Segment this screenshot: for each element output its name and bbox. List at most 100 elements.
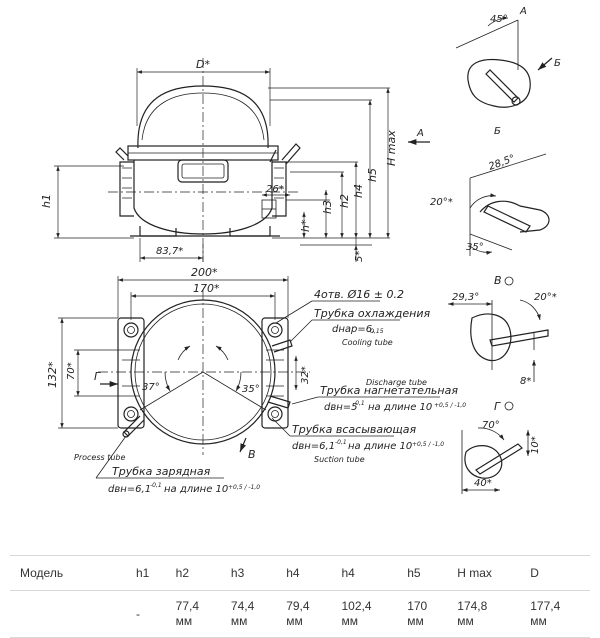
cooling-tube-en: Cooling tube: [342, 338, 393, 347]
cell-value: 174,8: [457, 599, 488, 613]
detail-v-dim-29-3: 29,3°: [452, 292, 479, 303]
suction-tube-length-tol: +0,5 / -1,0: [412, 441, 444, 448]
detail-v-angle-20: 20°*: [534, 292, 557, 303]
discharge-tube-en: Discharge tube: [366, 378, 427, 387]
dim-5: 5*: [354, 251, 365, 262]
dim-h: h*: [299, 219, 312, 232]
suction-tube-length: на длине 10: [348, 441, 412, 452]
view-arrow-v: В: [248, 448, 256, 461]
table-cell: [10, 590, 130, 638]
dim-26: 26*: [266, 184, 284, 195]
dim-h2: h2: [338, 194, 351, 208]
discharge-tube-dim: dвн=5: [324, 402, 358, 413]
detail-g-dim-40: 40*: [474, 478, 492, 489]
cell-unit: мм: [457, 614, 474, 628]
dim-D: D*: [196, 58, 210, 71]
dim-h3: h3: [321, 200, 334, 214]
table-header-cell: H max: [451, 555, 525, 591]
detail-b-angle-20: 20°*: [430, 197, 453, 208]
top-view: 37° 35° 200* 170* 132* 70* 32*: [46, 266, 466, 495]
cell-value: 79,4: [286, 599, 310, 613]
cell-unit: мм: [341, 614, 358, 628]
table-header-cell: h2: [169, 555, 225, 591]
cell-value: 177,4: [530, 599, 561, 613]
process-tube-en: Process tube: [74, 453, 125, 462]
table-header-cell: h5: [401, 555, 452, 591]
detail-v-label: В: [494, 274, 502, 287]
cell-value: -: [136, 606, 140, 621]
detail-g-dim-10: 10*: [530, 436, 541, 454]
charging-tube-length-tol: +0,5 / -1,0: [228, 484, 260, 491]
table-header-cell: h4: [335, 555, 402, 591]
table-header-cell: D: [524, 555, 590, 591]
dim-h5: h5: [366, 168, 379, 182]
charging-tube-dim: dвн=6,1: [108, 484, 151, 495]
view-arrow-g: Г: [94, 370, 101, 383]
detail-a-angle: 45°: [490, 14, 508, 25]
cell-unit: мм: [230, 614, 248, 628]
suction-tube-dim: dвн=6,1: [292, 441, 335, 452]
front-view: D* H max h5 h4 h2 h3 h* 5* 26* h1: [40, 58, 430, 262]
table-cell: -: [130, 590, 170, 638]
table-header-row: Модель h1 h2 h3 h4 h4 h5 H max D: [10, 555, 590, 591]
dim-h4: h4: [352, 184, 365, 198]
dim-200: 200*: [191, 266, 218, 279]
cooling-tube-tol: -0,15: [368, 328, 384, 335]
dim-70: 70*: [66, 362, 77, 380]
dim-83-7: 83,7*: [156, 246, 183, 257]
angle-37: 37°: [142, 382, 160, 393]
table-header-cell: Модель: [10, 555, 130, 591]
dim-hmax: H max: [385, 130, 398, 166]
dim-32: 32*: [300, 366, 311, 384]
table-header-cell: h3: [224, 555, 281, 591]
suction-tube-tol: -0,1: [335, 439, 347, 446]
angle-35: 35°: [242, 384, 260, 395]
cell-value: 74,4: [230, 599, 255, 613]
charging-tube-label: Трубка зарядная: [112, 465, 211, 478]
discharge-tube-label: Трубка нагнетательная: [320, 384, 458, 397]
detail-a-label: A: [519, 6, 527, 17]
detail-v-dim-8: 8*: [520, 376, 531, 387]
discharge-tube-tol: -0,1: [353, 400, 365, 407]
cooling-tube-label: Трубка охлаждения: [314, 307, 431, 320]
cell-value: 170: [407, 599, 428, 613]
cooling-tube-dim: dнар=6,: [332, 324, 375, 335]
discharge-tube-length-tol: +0,5 / -1,0: [434, 402, 466, 409]
dim-h1: h1: [40, 194, 53, 208]
holes-note: 4отв. Ø16 ± 0.2: [314, 288, 404, 301]
technical-drawing: D* H max h5 h4 h2 h3 h* 5* 26* h1: [40, 6, 561, 495]
cell-unit: мм: [530, 614, 547, 628]
cell-unit: мм: [286, 614, 303, 628]
cell-value: 77,4: [175, 599, 199, 613]
cell-value: 102,4: [341, 599, 372, 613]
table-header-cell: h1: [130, 555, 170, 591]
dim-170: 170*: [193, 282, 220, 295]
table-header-cell: h4: [280, 555, 336, 591]
detail-b-angle-35: 35°: [466, 242, 484, 253]
charging-tube-length: на длине 10: [164, 484, 228, 495]
detail-view-a: A 45° Б: [455, 6, 561, 108]
detail-b-label: Б: [494, 126, 501, 137]
detail-view-v: В 29,3° 20°* 8*: [448, 274, 557, 387]
detail-view-b: Б 28,5° 20°* 35°: [430, 126, 550, 256]
suction-tube-label: Трубка всасывающая: [292, 423, 416, 436]
detail-a-arrow-b: Б: [554, 58, 561, 69]
charging-tube-tol: -0,1: [150, 482, 162, 489]
detail-view-g: Г 70° 10* 40*: [461, 400, 541, 494]
suction-tube-en: Suction tube: [314, 455, 365, 464]
view-arrow-a: A: [416, 128, 424, 139]
discharge-tube-length: на длине 10: [368, 402, 432, 413]
cell-unit: мм: [175, 614, 193, 628]
dim-132: 132*: [46, 361, 59, 388]
detail-b-dim-28-5: 28,5°: [487, 153, 516, 173]
detail-g-angle-70: 70°: [482, 420, 500, 431]
